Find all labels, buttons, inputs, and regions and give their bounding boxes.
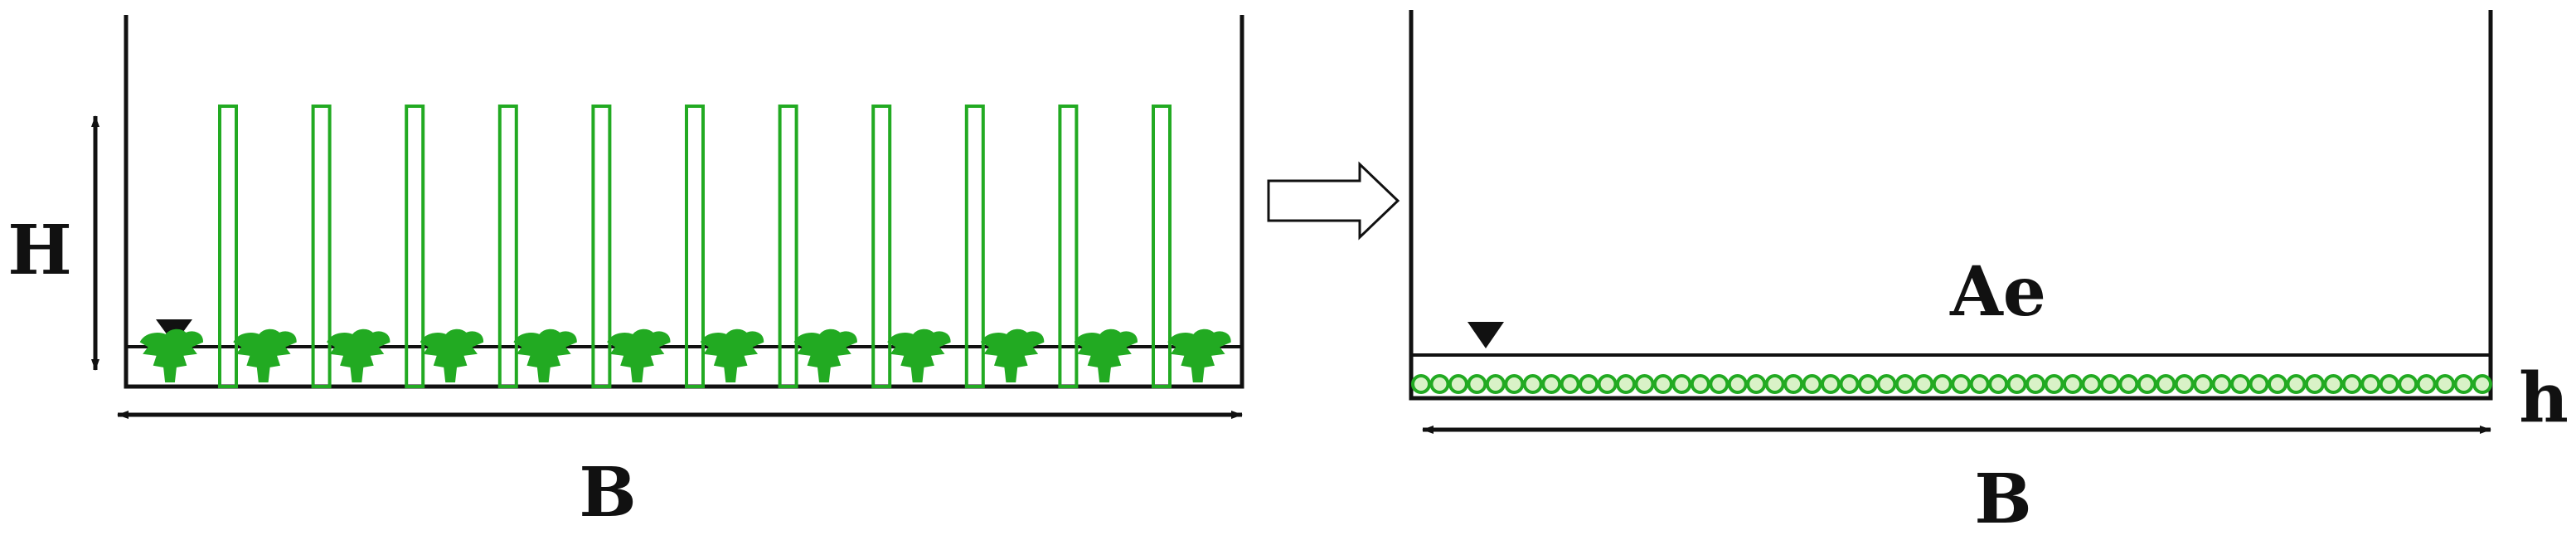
vegetation-ball bbox=[2006, 374, 2027, 394]
right-container bbox=[1409, 10, 2493, 401]
vegetation-ball bbox=[2267, 374, 2287, 394]
vegetation-ball bbox=[2174, 374, 2195, 394]
vegetation-ball bbox=[1746, 374, 1767, 394]
vegetation-ball bbox=[2323, 374, 2344, 394]
vegetation-ball bbox=[2211, 374, 2232, 394]
vegetation-ball bbox=[1616, 374, 1637, 394]
plant-tuft bbox=[1167, 328, 1231, 382]
vegetation-ball bbox=[2193, 374, 2214, 394]
plant-tufts bbox=[139, 328, 1231, 382]
vegetation-ball bbox=[1876, 374, 1897, 394]
vegetation-ball bbox=[1485, 374, 1506, 394]
left-container bbox=[124, 15, 1244, 389]
plant-stem bbox=[778, 105, 798, 388]
vegetation-ball bbox=[1932, 374, 1953, 394]
vegetation-ball bbox=[1802, 374, 1822, 394]
vegetation-ball bbox=[1783, 374, 1804, 394]
vegetation-ball bbox=[1951, 374, 1972, 394]
vegetation-ball bbox=[2341, 374, 2362, 394]
hollow-right-arrow-icon bbox=[1267, 161, 1400, 241]
width-label-right: B bbox=[1974, 460, 2031, 539]
vegetation-ball bbox=[1634, 374, 1655, 394]
plant-tuft bbox=[887, 328, 951, 382]
vegetation-ball bbox=[2044, 374, 2064, 394]
plant-stem bbox=[218, 105, 238, 388]
vegetation-ball bbox=[1671, 374, 1692, 394]
water-level-triangle-icon bbox=[1467, 322, 1504, 348]
plant-stem bbox=[405, 105, 425, 388]
vegetation-ball bbox=[2099, 374, 2120, 394]
vegetation-ball bbox=[2453, 374, 2474, 394]
vegetation-ball bbox=[1690, 374, 1710, 394]
vegetation-ball bbox=[1467, 374, 1487, 394]
right-panel: Ae h B bbox=[1409, 10, 2569, 539]
plant-stem bbox=[591, 105, 612, 388]
vegetation-ball bbox=[2156, 374, 2176, 394]
plant-tuft bbox=[607, 328, 671, 382]
plant-tuft bbox=[793, 328, 857, 382]
height-label-h-lower: h bbox=[2519, 358, 2569, 438]
vegetation-ball bbox=[2304, 374, 2325, 394]
vegetation-ball bbox=[1894, 374, 1915, 394]
plant-tuft bbox=[513, 328, 577, 382]
vegetation-ball bbox=[2379, 374, 2399, 394]
plant-tuft bbox=[139, 328, 204, 382]
plant-tuft bbox=[700, 328, 764, 382]
vegetation-ball bbox=[1709, 374, 1729, 394]
vegetation-ball bbox=[2286, 374, 2307, 394]
plant-tuft bbox=[327, 328, 391, 382]
plant-stem bbox=[1058, 105, 1079, 388]
vegetation-ball bbox=[1764, 374, 1785, 394]
plant-tuft bbox=[233, 328, 297, 382]
vegetation-ball bbox=[2230, 374, 2251, 394]
plant-tuft bbox=[1074, 328, 1138, 382]
plant-tuft bbox=[420, 328, 484, 382]
vegetation-ball bbox=[1579, 374, 1599, 394]
vegetation-ball bbox=[1988, 374, 2009, 394]
vegetation-ball bbox=[1727, 374, 1748, 394]
vegetation-ball bbox=[1541, 374, 1562, 394]
vegetation-ball bbox=[1839, 374, 1860, 394]
vegetation-ball bbox=[2081, 374, 2102, 394]
plant-stems bbox=[218, 105, 1172, 388]
vegetation-ball bbox=[1821, 374, 1841, 394]
vegetation-ball bbox=[2249, 374, 2269, 394]
vegetation-ball bbox=[2025, 374, 2046, 394]
vegetation-ball bbox=[1411, 374, 1431, 394]
plant-stem bbox=[685, 105, 705, 388]
vegetation-ball bbox=[1504, 374, 1525, 394]
area-label-ae: Ae bbox=[1949, 252, 2046, 332]
plant-stem bbox=[497, 105, 518, 388]
vegetation-ball bbox=[1448, 374, 1468, 394]
height-label-h-upper: H bbox=[7, 211, 71, 290]
width-label-left: B bbox=[579, 453, 636, 533]
vegetation-ball bbox=[2062, 374, 2083, 394]
vegetation-ball bbox=[2137, 374, 2157, 394]
left-panel: H B bbox=[7, 15, 1244, 533]
vegetation-ball bbox=[1969, 374, 1990, 394]
plant-tuft bbox=[980, 328, 1045, 382]
vegetation-ball bbox=[2435, 374, 2456, 394]
flattened-vegetation-layer bbox=[1411, 374, 2492, 394]
vegetation-ball bbox=[2472, 374, 2492, 394]
vegetation-ball bbox=[1652, 374, 1673, 394]
plant-stem bbox=[964, 105, 985, 388]
vegetation-ball bbox=[2118, 374, 2139, 394]
vegetation-ball bbox=[1914, 374, 1934, 394]
vegetation-ball bbox=[1522, 374, 1543, 394]
vegetation-ball bbox=[1597, 374, 1618, 394]
vegetation-ball bbox=[1857, 374, 1878, 394]
vegetation-ball bbox=[1429, 374, 1450, 394]
plant-stem bbox=[1152, 105, 1172, 388]
vegetation-ball bbox=[2416, 374, 2437, 394]
vegetation-ball bbox=[1560, 374, 1580, 394]
vegetation-ball bbox=[2398, 374, 2418, 394]
plant-stem bbox=[311, 105, 332, 388]
plant-stem bbox=[871, 105, 892, 388]
vegetation-ball bbox=[2360, 374, 2381, 394]
